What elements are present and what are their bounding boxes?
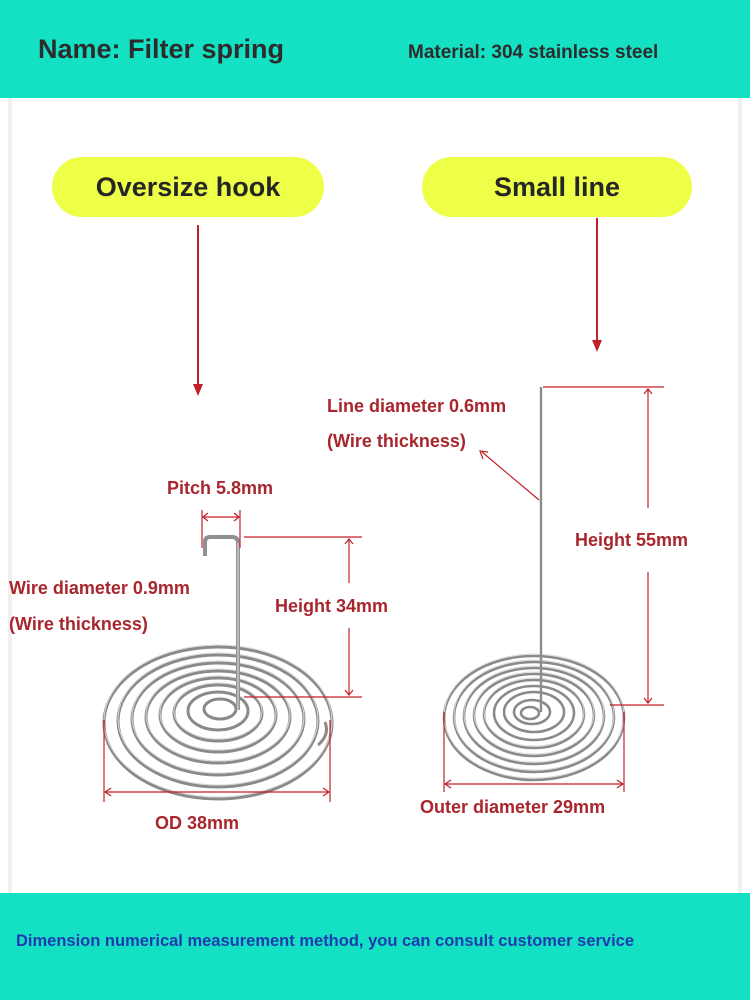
wire-thickness-label-left: (Wire thickness) xyxy=(9,614,148,634)
footer-note: Dimension numerical measurement method, … xyxy=(16,932,635,950)
footer-band xyxy=(0,893,750,1000)
pitch-label: Pitch 5.8mm xyxy=(167,478,274,498)
wire-diameter-label: Wire diameter 0.9mm xyxy=(9,578,190,598)
pointer-arrow-left xyxy=(193,225,203,396)
right-edge-line xyxy=(738,98,742,893)
height-label-left: Height 34mm xyxy=(275,596,389,616)
material-label: Material: 304 stainless steel xyxy=(408,42,659,63)
product-name: Name: Filter spring xyxy=(38,34,285,64)
left-edge-line xyxy=(8,98,12,893)
od-label: OD 38mm xyxy=(155,813,240,833)
left-dimension-lines xyxy=(103,510,362,802)
pointer-arrow-right xyxy=(592,218,602,352)
small-line-spring xyxy=(442,387,626,782)
oversize-hook-spring xyxy=(102,535,334,801)
right-dimension-lines xyxy=(443,386,664,792)
outer-diameter-label: Outer diameter 29mm xyxy=(420,797,606,817)
line-diameter-label: Line diameter 0.6mm xyxy=(327,396,507,416)
variant-pill-small-line: Small line xyxy=(422,157,692,217)
height-label-right: Height 55mm xyxy=(575,530,689,550)
wire-thickness-label-right: (Wire thickness) xyxy=(327,431,466,451)
variant-pill-oversize-hook: Oversize hook xyxy=(52,157,324,217)
header-band xyxy=(0,0,750,98)
